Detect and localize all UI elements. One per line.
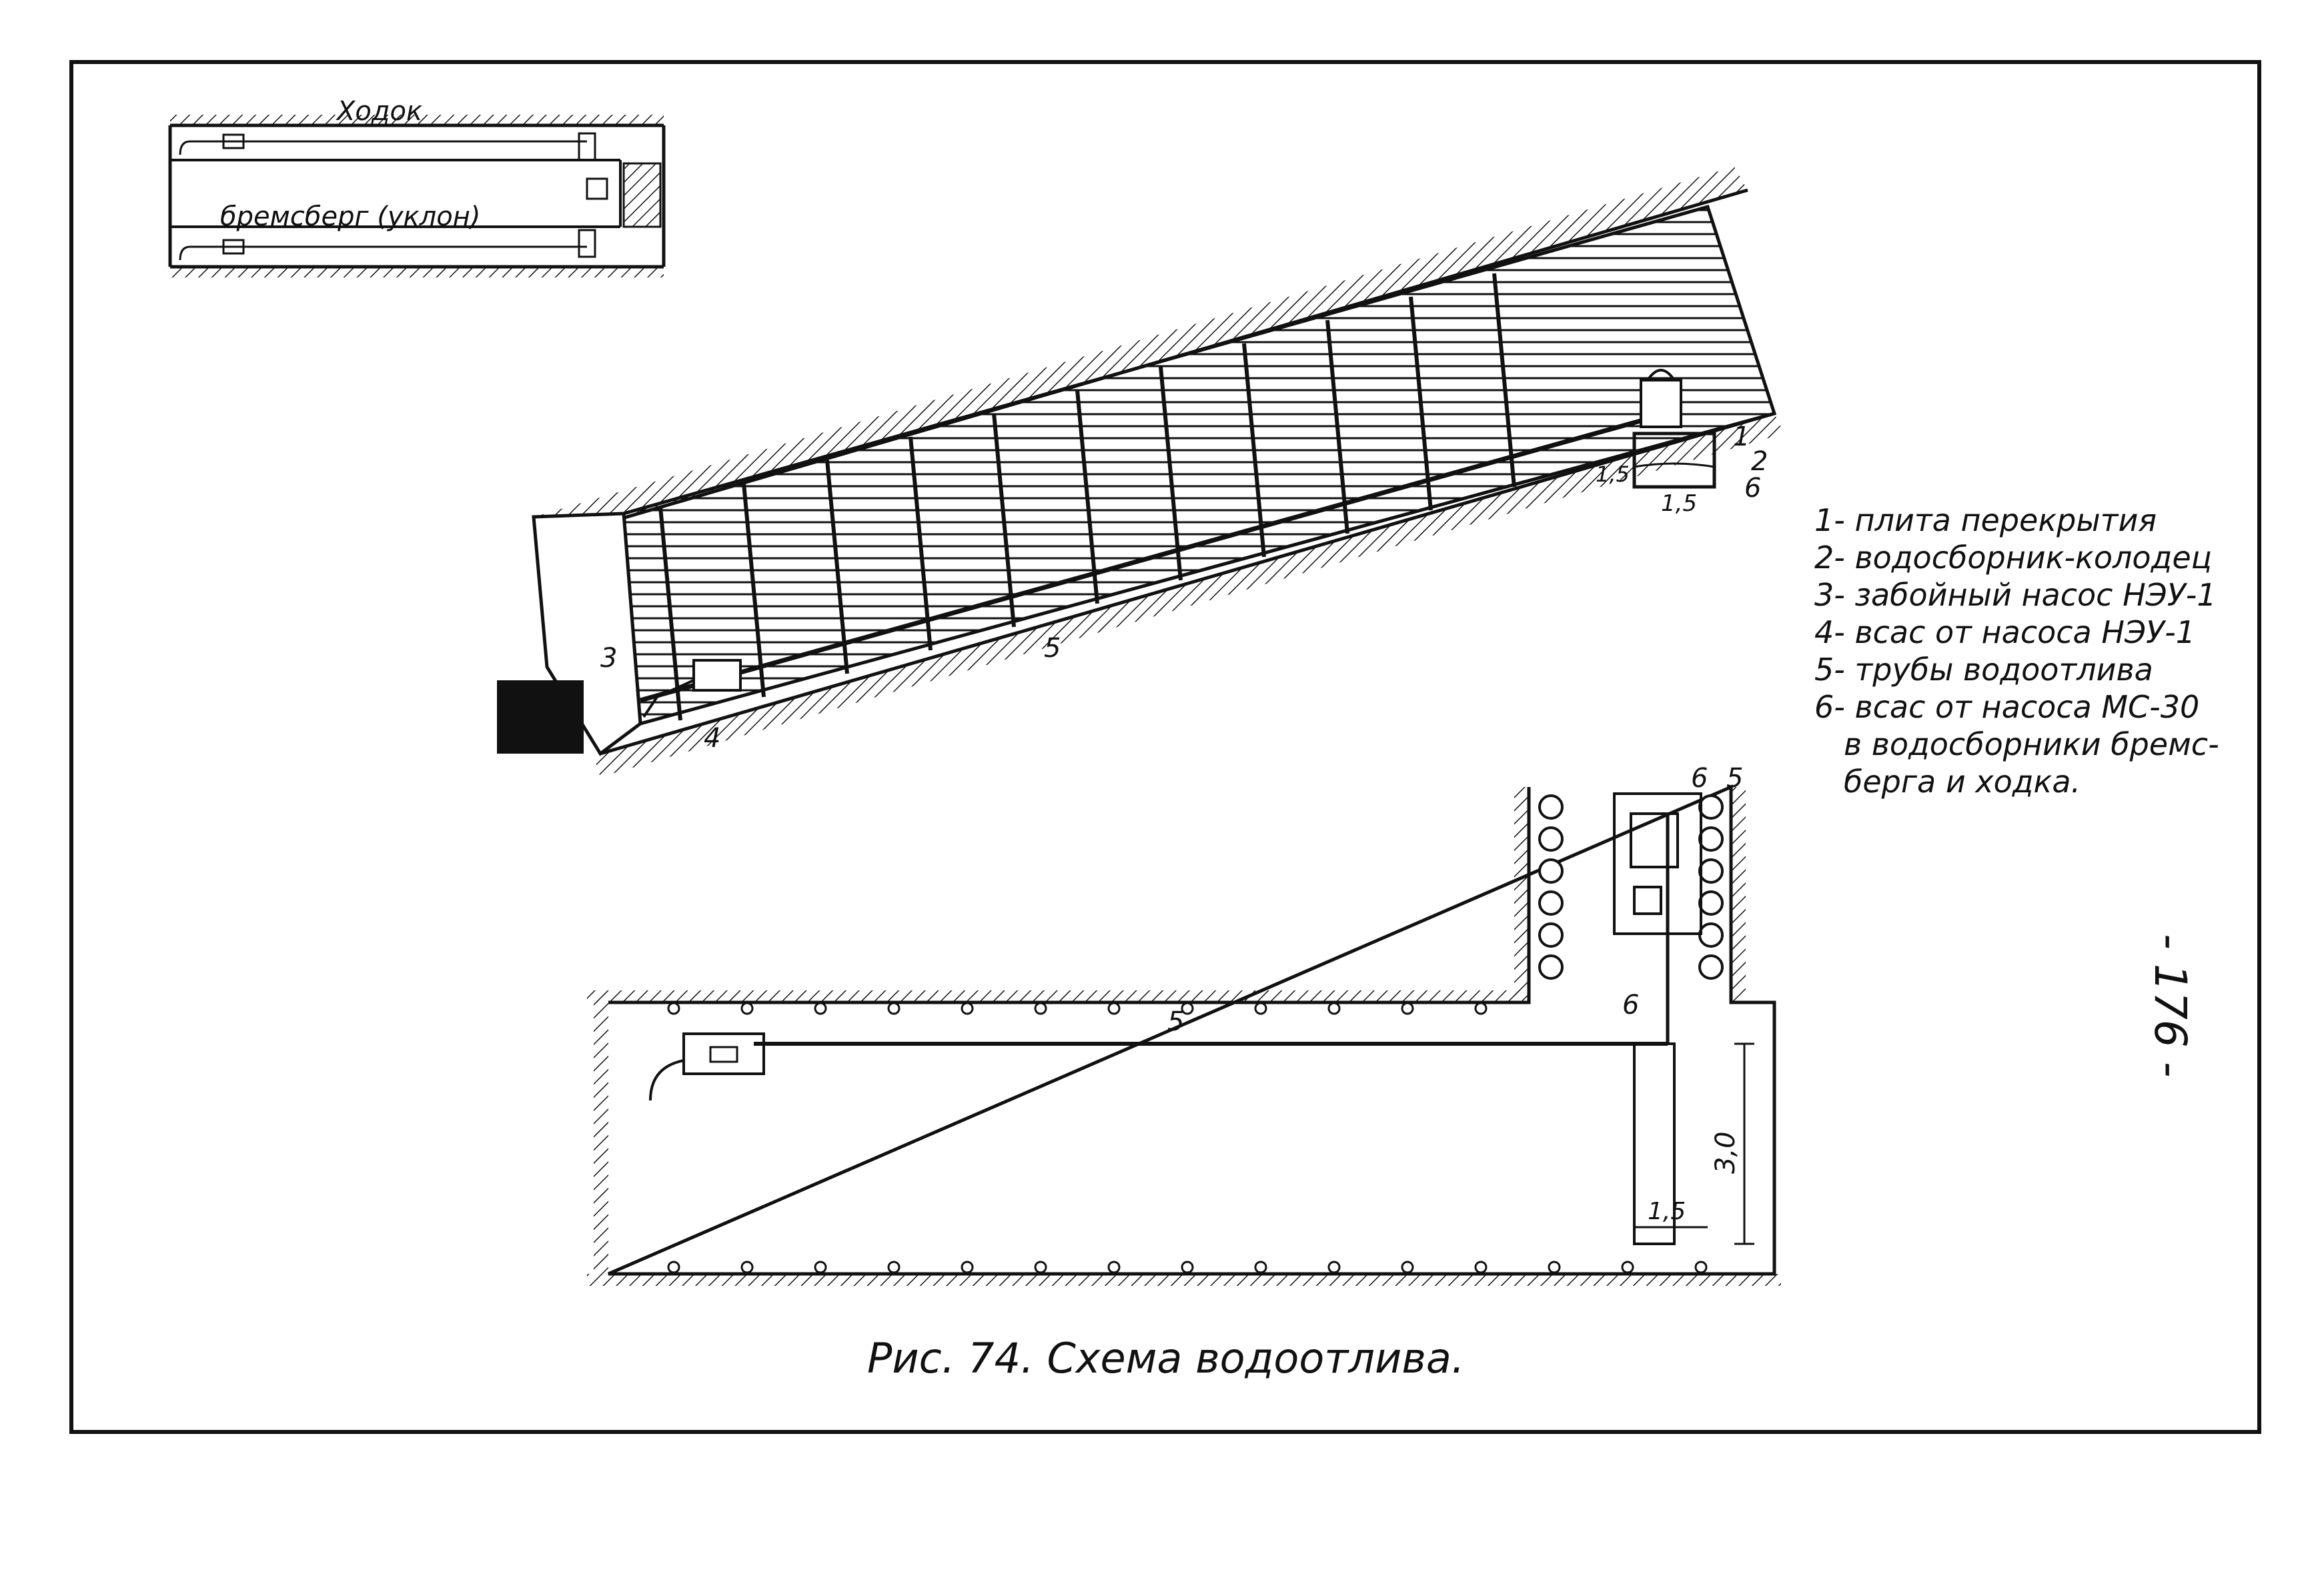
legend-item-5: 5- трубы водоотлива bbox=[1814, 652, 2153, 688]
timber-frames bbox=[658, 273, 1516, 721]
legend-item-1: 1- плита перекрытия bbox=[1814, 502, 2157, 538]
legend-item-4: 4- всас от насоса НЭУ-1 bbox=[1814, 614, 2195, 650]
inset-plan: Ходок бремсберг (уклон) bbox=[168, 96, 666, 277]
callout-4: 4 bbox=[704, 723, 720, 754]
legend: 1- плита перекрытия 2- водосборник-колод… bbox=[1814, 502, 2255, 800]
dim-plan-width: 1,5 bbox=[1648, 1198, 1686, 1225]
sump-well bbox=[1632, 432, 1716, 489]
inset-hatch-top bbox=[170, 115, 664, 125]
inset-bottom-label: бремсберг (уклон) bbox=[220, 201, 480, 232]
pump-suction-line bbox=[642, 679, 694, 718]
drawing-frame bbox=[69, 60, 2261, 1434]
callout-6-section: 6 bbox=[1744, 473, 1761, 504]
legend-item-3: 3- забойный насос НЭУ-1 bbox=[1814, 577, 2217, 613]
upper-rock-hatch bbox=[534, 167, 1748, 540]
legend-item-6-cont-2: берга и ходка. bbox=[1844, 764, 2081, 800]
inset-top-label: Ходок bbox=[336, 96, 422, 127]
pump-chamber bbox=[1613, 792, 1702, 935]
callout-2: 2 bbox=[1751, 446, 1768, 477]
callout-6-plan-top: 6 bbox=[1691, 763, 1708, 794]
ms30-pump bbox=[1640, 379, 1682, 428]
dim-section-width: 1,5 bbox=[1661, 490, 1697, 517]
roof-bolts-bottom bbox=[667, 1261, 1708, 1274]
callout-5-plan-top: 5 bbox=[1726, 763, 1743, 794]
lower-rock-hatch bbox=[594, 414, 1784, 777]
inset-hatch-bottom bbox=[170, 267, 664, 277]
face-pump-plan bbox=[682, 1032, 765, 1075]
roof-bolts-top bbox=[667, 1002, 1488, 1015]
callout-1: 1 bbox=[1733, 422, 1750, 452]
figure-caption: Рис. 74. Схема водоотлива. bbox=[867, 1334, 1465, 1383]
legend-item-6-cont-1: в водосборники бремс- bbox=[1844, 726, 2219, 762]
legend-item-6: 6- всас от насоса МС-30 bbox=[1814, 689, 2200, 725]
legend-item-2: 2- водосборник-колодец bbox=[1814, 540, 2212, 576]
face-zone bbox=[532, 512, 642, 756]
plan-sump bbox=[1633, 1042, 1676, 1245]
plan-outline bbox=[608, 784, 1776, 1276]
callout-5-plan: 5 bbox=[1167, 1006, 1184, 1037]
drain-pipe-section bbox=[640, 416, 1648, 703]
dim-section-height: 1,5 bbox=[1596, 462, 1630, 487]
dim-plan-height: 3,0 bbox=[1710, 1131, 1741, 1174]
callout-3: 3 bbox=[600, 643, 617, 674]
plan-view: 5 6 5 6 1,5 3,0 bbox=[587, 763, 1781, 1286]
callout-5-section: 5 bbox=[1044, 633, 1061, 664]
face-pump bbox=[692, 659, 742, 692]
inclined-section: 1 2 6 1,5 1,5 3 4 5 bbox=[497, 167, 1784, 777]
coal-face bbox=[497, 680, 584, 754]
callout-6-plan-side: 6 bbox=[1622, 990, 1639, 1020]
page-number: - 176 - bbox=[2145, 934, 2196, 1078]
